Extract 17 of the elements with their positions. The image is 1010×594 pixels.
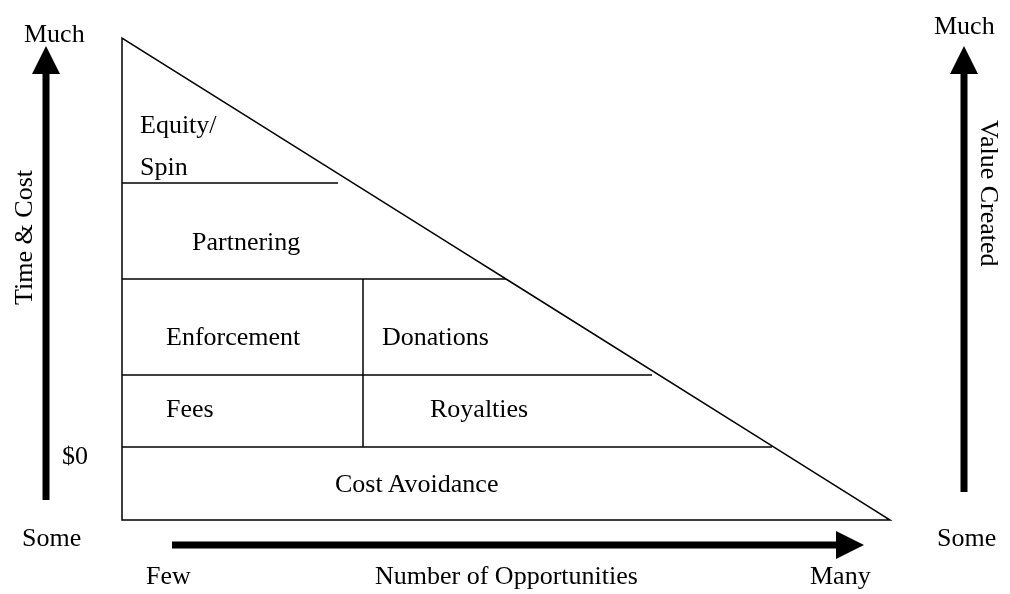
tier-label: Equity/ Spin [140, 104, 240, 188]
axis-end-label: Few [146, 560, 191, 592]
tier-label: Cost Avoidance [335, 464, 499, 505]
axis-end-label: Much [934, 10, 995, 42]
axis-end-label: Some [22, 522, 82, 554]
axis-title: Time & Cost [8, 170, 39, 305]
axis-end-label: Much [24, 18, 85, 50]
axis-title: Value Created [974, 120, 1006, 267]
tier-label: Enforcement [166, 317, 301, 358]
tier-label: Fees [166, 389, 214, 430]
tier-label: Donations [382, 317, 489, 358]
tier-label: Partnering [192, 222, 301, 263]
tier-label: Royalties [430, 389, 529, 430]
value-label: $0 [62, 440, 88, 472]
axis-end-label: Many [810, 560, 871, 592]
axis-end-label: Some [937, 522, 997, 554]
axis-title: Number of Opportunities [375, 560, 638, 592]
